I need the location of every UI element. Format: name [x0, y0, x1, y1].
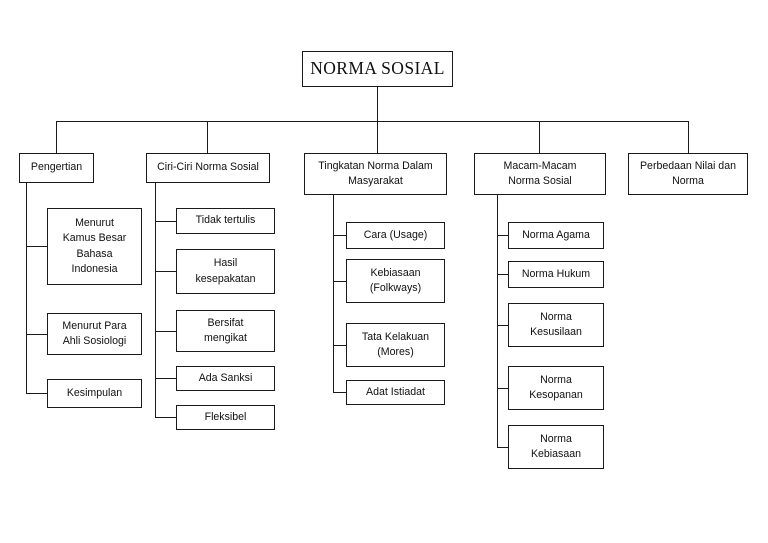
leaf-node-label: Kesimpulan [66, 386, 123, 399]
connector-stub-macam-1 [497, 274, 508, 276]
leaf-node-label: Kebiasaan (Folkways) [369, 266, 422, 294]
leaf-node-label: Bersifat mengikat [204, 316, 247, 344]
connector-root-stem [377, 87, 379, 121]
leaf-node-ciri-ciri-1[interactable]: Hasil kesepakatan [176, 249, 275, 294]
leaf-node-label: Fleksibel [204, 410, 247, 423]
connector-bus [56, 121, 689, 123]
connector-drop-macam-macam [539, 121, 541, 153]
root-node-norma-sosial[interactable]: NORMA SOSIAL [302, 51, 453, 87]
connector-stub-tingkatan-3 [333, 392, 346, 394]
connector-spine-ciri-ciri [155, 183, 157, 417]
leaf-node-label: Adat Istiadat [366, 385, 425, 398]
leaf-node-label: Tata Kelakuan (Mores) [361, 330, 430, 358]
leaf-node-label: Hasil kesepakatan [195, 257, 256, 285]
leaf-node-macam-4[interactable]: Norma Kebiasaan [508, 425, 604, 469]
connector-stub-ciri-ciri-4 [155, 417, 176, 419]
leaf-node-macam-3[interactable]: Norma Kesopanan [508, 366, 604, 410]
leaf-node-tingkatan-2[interactable]: Tata Kelakuan (Mores) [346, 323, 445, 367]
leaf-node-label: Cara (Usage) [363, 228, 428, 241]
branch-node-perbedaan[interactable]: Perbedaan Nilai dan Norma [628, 153, 748, 195]
connector-spine-pengertian [26, 183, 28, 394]
leaf-node-tingkatan-1[interactable]: Kebiasaan (Folkways) [346, 259, 445, 303]
branch-node-pengertian[interactable]: Pengertian [19, 153, 94, 183]
leaf-node-tingkatan-3[interactable]: Adat Istiadat [346, 380, 445, 405]
leaf-node-label: Norma Hukum [521, 267, 591, 280]
leaf-node-label: Norma Kebiasaan [530, 432, 582, 460]
root-node-label: NORMA SOSIAL [310, 58, 445, 79]
connector-stub-ciri-ciri-0 [155, 221, 176, 223]
connector-stub-pengertian-2 [26, 393, 48, 395]
branch-node-label: Ciri-Ciri Norma Sosial [157, 161, 259, 174]
connector-stub-tingkatan-2 [333, 345, 346, 347]
branch-node-label: Pengertian [30, 161, 83, 174]
connector-stub-macam-0 [497, 235, 508, 237]
leaf-node-label: Menurut Para Ahli Sosiologi [62, 319, 127, 347]
leaf-node-macam-0[interactable]: Norma Agama [508, 222, 604, 249]
leaf-node-pengertian-2[interactable]: Kesimpulan [47, 379, 142, 408]
connector-stub-macam-4 [497, 447, 508, 449]
leaf-node-pengertian-0[interactable]: Menurut Kamus Besar Bahasa Indonesia [47, 208, 142, 285]
branch-node-ciri-ciri[interactable]: Ciri-Ciri Norma Sosial [146, 153, 270, 183]
leaf-node-macam-1[interactable]: Norma Hukum [508, 261, 604, 288]
connector-drop-ciri-ciri [207, 121, 209, 153]
branch-node-label: Macam-Macam Norma Sosial [503, 159, 577, 187]
leaf-node-label: Norma Agama [522, 228, 590, 241]
leaf-node-label: Tidak tertulis [195, 214, 256, 227]
connector-spine-macam-macam [497, 195, 499, 448]
connector-stub-tingkatan-0 [333, 235, 346, 237]
leaf-node-pengertian-1[interactable]: Menurut Para Ahli Sosiologi [47, 313, 142, 355]
branch-node-label: Perbedaan Nilai dan Norma [639, 159, 736, 187]
branch-node-tingkatan[interactable]: Tingkatan Norma Dalam Masyarakat [304, 153, 447, 195]
leaf-node-ciri-ciri-4[interactable]: Fleksibel [176, 405, 275, 430]
leaf-node-label: Norma Kesopanan [529, 373, 583, 401]
connector-stub-macam-3 [497, 388, 508, 390]
connector-stub-ciri-ciri-2 [155, 331, 176, 333]
connector-stub-ciri-ciri-1 [155, 271, 176, 273]
connector-stub-pengertian-0 [26, 246, 48, 248]
branch-node-label: Tingkatan Norma Dalam Masyarakat [318, 159, 433, 187]
connector-stub-ciri-ciri-3 [155, 378, 176, 380]
connector-stub-macam-2 [497, 325, 508, 327]
connector-drop-perbedaan [688, 121, 690, 153]
leaf-node-macam-2[interactable]: Norma Kesusilaan [508, 303, 604, 347]
leaf-node-label: Ada Sanksi [198, 371, 253, 384]
leaf-node-ciri-ciri-3[interactable]: Ada Sanksi [176, 366, 275, 391]
leaf-node-tingkatan-0[interactable]: Cara (Usage) [346, 222, 445, 249]
connector-stub-pengertian-1 [26, 334, 48, 336]
leaf-node-label: Norma Kesusilaan [530, 310, 582, 338]
connector-stub-tingkatan-1 [333, 281, 346, 283]
connector-drop-pengertian [56, 121, 58, 153]
branch-node-macam-macam[interactable]: Macam-Macam Norma Sosial [474, 153, 606, 195]
connector-spine-tingkatan [333, 195, 335, 392]
leaf-node-label: Menurut Kamus Besar Bahasa Indonesia [62, 216, 127, 275]
leaf-node-ciri-ciri-2[interactable]: Bersifat mengikat [176, 310, 275, 352]
leaf-node-ciri-ciri-0[interactable]: Tidak tertulis [176, 208, 275, 234]
connector-drop-tingkatan [377, 121, 379, 153]
